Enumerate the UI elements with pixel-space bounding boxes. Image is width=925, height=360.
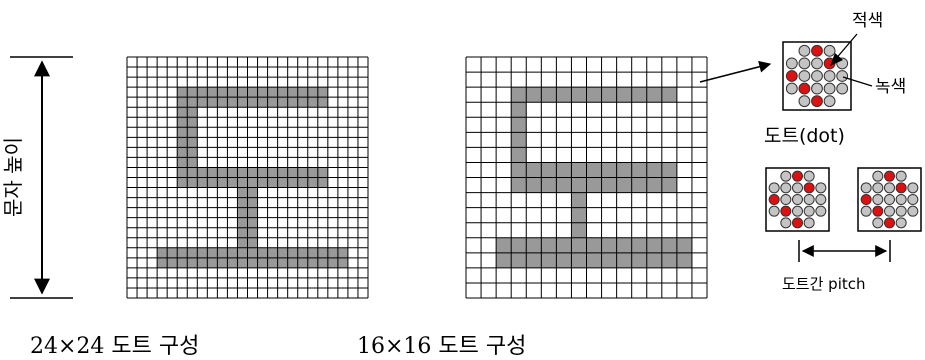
gray-led [883, 182, 896, 194]
zoom-arrow [699, 60, 772, 83]
gray-led [768, 205, 780, 217]
red-led [883, 170, 896, 182]
gray-led [798, 70, 811, 82]
red-led [780, 205, 792, 217]
dot-detail-cell-left [765, 167, 830, 232]
gray-led [823, 44, 836, 57]
gray-led [791, 193, 804, 206]
red-led [791, 217, 804, 229]
green-led-pointer [842, 76, 873, 87]
gray-led [895, 193, 907, 206]
character-stroke [511, 87, 677, 103]
pitch-label: 도트간 pitch [782, 275, 866, 293]
dot-detail-cell [782, 41, 852, 111]
led-cluster [768, 170, 827, 229]
gray-led [780, 170, 792, 182]
gray-led [768, 182, 780, 194]
gray-led [872, 193, 884, 206]
gray-led [815, 182, 827, 194]
gray-led [907, 182, 919, 194]
gray-led [780, 217, 792, 229]
dot-label: 도트(dot) [764, 125, 845, 147]
red-led [860, 193, 872, 206]
red-led [872, 205, 884, 217]
grid-lines [465, 56, 708, 299]
gray-led [823, 95, 836, 108]
red-led [883, 217, 896, 229]
dot-grid-24x24 [126, 56, 369, 299]
gray-led [907, 193, 919, 206]
gray-led [780, 182, 792, 194]
gray-led [823, 82, 836, 95]
red-led-label: 적색 [852, 11, 883, 31]
dot-detail-cell-right [857, 167, 922, 232]
gray-led [883, 205, 896, 217]
gray-led [785, 57, 798, 70]
gray-led [798, 57, 811, 70]
gray-led [815, 205, 827, 217]
gray-led [872, 217, 884, 229]
gray-led [785, 82, 798, 95]
gray-led [860, 205, 872, 217]
gray-led [836, 70, 849, 82]
pitch-dimension [798, 240, 891, 262]
gray-led [836, 82, 849, 95]
gray-led [811, 70, 823, 82]
red-led [811, 95, 823, 108]
gray-led [815, 193, 827, 206]
gray-led [883, 193, 896, 206]
gray-led [791, 205, 804, 217]
gray-led [803, 217, 815, 229]
character-height-label: 문자 높이 [1, 137, 25, 217]
led-cluster [860, 170, 919, 229]
red-led-pointer-head [830, 53, 843, 66]
gray-led [811, 57, 823, 70]
gray-led [803, 170, 815, 182]
gray-led [803, 193, 815, 206]
grid-lines [126, 56, 369, 299]
dot-grid-16x16 [465, 56, 708, 299]
gray-led [823, 70, 836, 82]
red-led [895, 182, 907, 194]
gray-led [872, 182, 884, 194]
gray-led [798, 95, 811, 108]
red-led [791, 170, 804, 182]
gray-led [798, 44, 811, 57]
gray-led [895, 205, 907, 217]
red-led [798, 82, 811, 95]
red-led [768, 193, 780, 206]
gray-led [780, 193, 792, 206]
gray-led [872, 170, 884, 182]
character-height-dimension: 문자 높이 [1, 56, 73, 299]
gray-led [895, 217, 907, 229]
gray-led [791, 182, 804, 194]
gray-led [811, 82, 823, 95]
red-led [785, 70, 798, 82]
gray-led [803, 205, 815, 217]
red-led [803, 182, 815, 194]
caption-16x16: 16×16 도트 구성 [357, 334, 526, 359]
gray-led [895, 170, 907, 182]
caption-24x24: 24×24 도트 구성 [30, 334, 199, 359]
gray-led [860, 182, 872, 194]
green-led-label: 녹색 [875, 77, 906, 97]
led-cluster [785, 44, 849, 108]
red-led [811, 44, 823, 57]
gray-led [907, 205, 919, 217]
